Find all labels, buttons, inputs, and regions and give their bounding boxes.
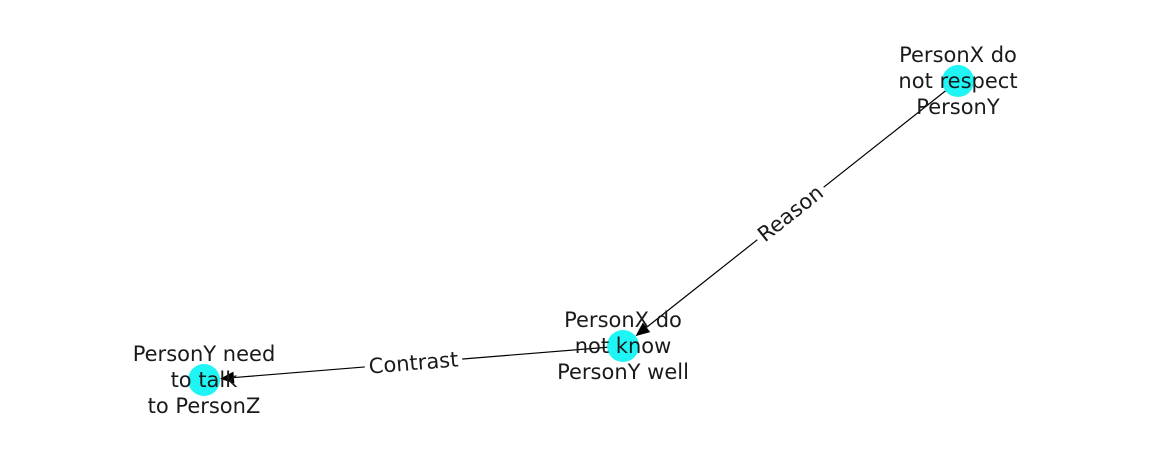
node-label-line: not know [575, 334, 672, 358]
edge-label-background [363, 345, 464, 381]
edge-label-background [748, 176, 833, 251]
node-label-line: to PersonZ [148, 394, 261, 418]
node-label-line: PersonX do [564, 308, 682, 332]
node-label-line: PersonY well [557, 360, 689, 384]
node-label-line: PersonY need [133, 342, 276, 366]
node-label-line: PersonX do [899, 43, 1017, 67]
nodes-layer [188, 65, 974, 396]
edge-label-group-2: Contrast [363, 345, 464, 381]
node-label-line: not respect [898, 69, 1017, 93]
edge-label: Reason [753, 180, 828, 246]
node-label-line: to talk [171, 368, 239, 392]
node-n3 [188, 364, 220, 396]
node-n2 [607, 330, 639, 362]
node-n1 [942, 65, 974, 97]
arrowhead-icon [635, 322, 651, 337]
edge-label-group-1: Reason [748, 176, 833, 251]
arrowhead-icon [219, 371, 235, 384]
node-label-line: PersonY [916, 95, 1000, 119]
